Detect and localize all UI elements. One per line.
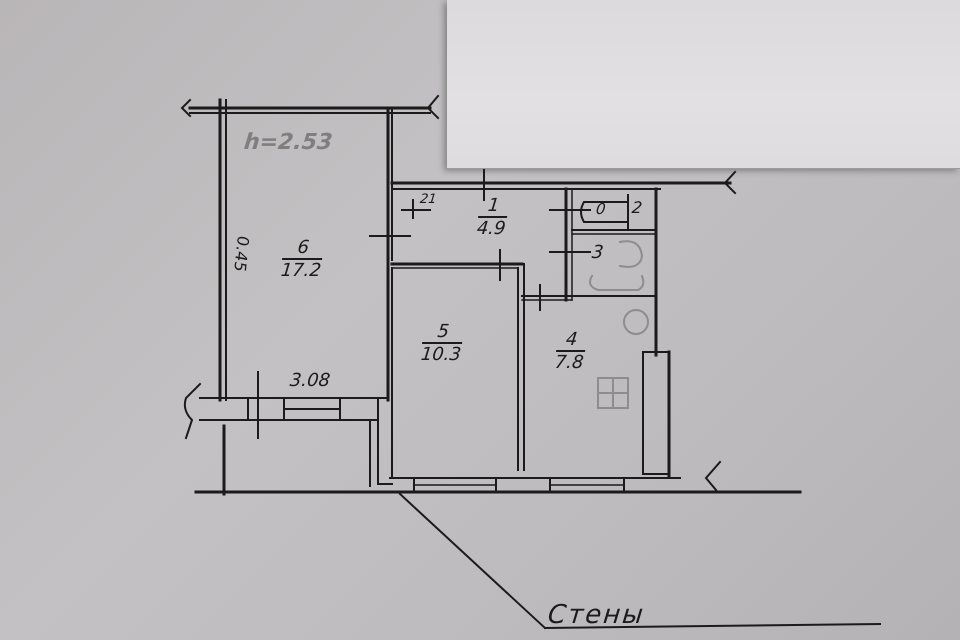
room-4-area: 7.8 — [553, 352, 585, 373]
room-2-number: 2 — [631, 198, 644, 217]
room-4-number: 4 — [556, 329, 587, 352]
overlapping-paper-sheet — [447, 0, 960, 169]
vertical-dimension: 0.45 — [230, 236, 253, 272]
room-5-label: 5 10.3 — [419, 321, 465, 366]
ceiling-height-label: h=2.53 — [242, 130, 334, 155]
room-4-label: 4 7.8 — [553, 329, 587, 374]
toilet-symbol: 0 — [595, 200, 607, 218]
door-mark: 21 — [419, 192, 438, 207]
room-1-area: 4.9 — [475, 218, 507, 239]
room-6-number: 6 — [282, 237, 325, 260]
room-5-number: 5 — [422, 321, 465, 344]
balcony-dimension: 3.08 — [288, 370, 332, 391]
room-5-area: 10.3 — [419, 344, 463, 365]
room-6-area: 17.2 — [279, 260, 323, 281]
room-1-label: 1 4.9 — [475, 195, 509, 240]
room-6-label: 6 17.2 — [279, 237, 325, 282]
walls-annotation: Стены — [546, 600, 647, 630]
room-3-number: 3 — [590, 242, 605, 263]
room-1-number: 1 — [478, 195, 509, 218]
